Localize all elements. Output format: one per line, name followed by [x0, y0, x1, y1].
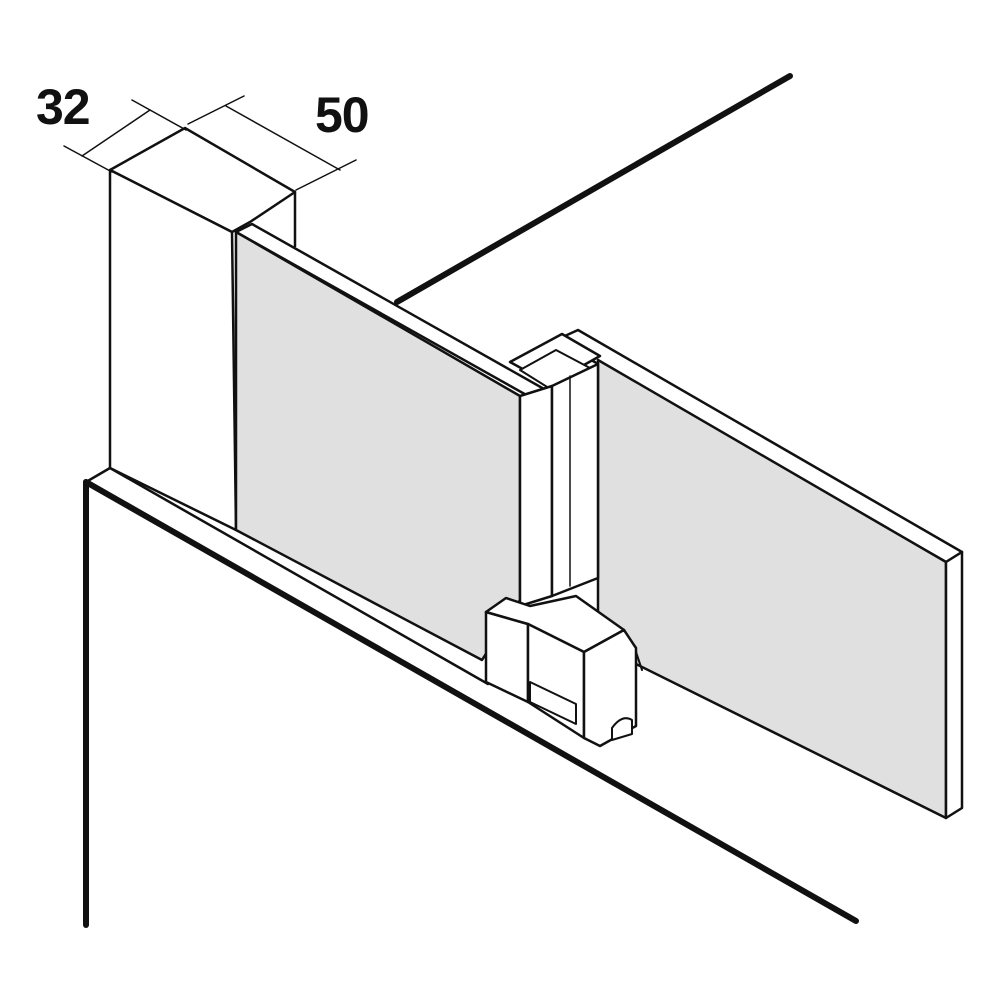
clamp-side-notch — [635, 651, 643, 671]
dim-line-32 — [81, 109, 151, 157]
clamp-front — [484, 610, 530, 704]
wall-edge-top-back — [394, 73, 793, 305]
glass-panel-2 — [596, 358, 948, 820]
dim-line-50 — [225, 105, 341, 171]
dim-line-50-extension-top — [187, 95, 245, 125]
wall-profile-front — [108, 168, 238, 532]
dimension-label-depth: 32 — [36, 79, 91, 135]
middle-profile-side — [550, 362, 600, 598]
shower-tray-edge — [83, 479, 859, 924]
clamp-screw-hole — [611, 717, 633, 741]
dim-line-32-extension-top — [131, 99, 187, 131]
dim-line-32-extension-left — [63, 145, 113, 173]
clamp-slot — [529, 681, 577, 725]
clamp-cap-side — [582, 628, 638, 748]
dimension-label-width: 50 — [315, 87, 370, 143]
middle-profile-front — [518, 384, 554, 608]
dim-line-50-extension-right — [295, 159, 357, 191]
glass-panel-2-end-edge — [944, 550, 964, 820]
